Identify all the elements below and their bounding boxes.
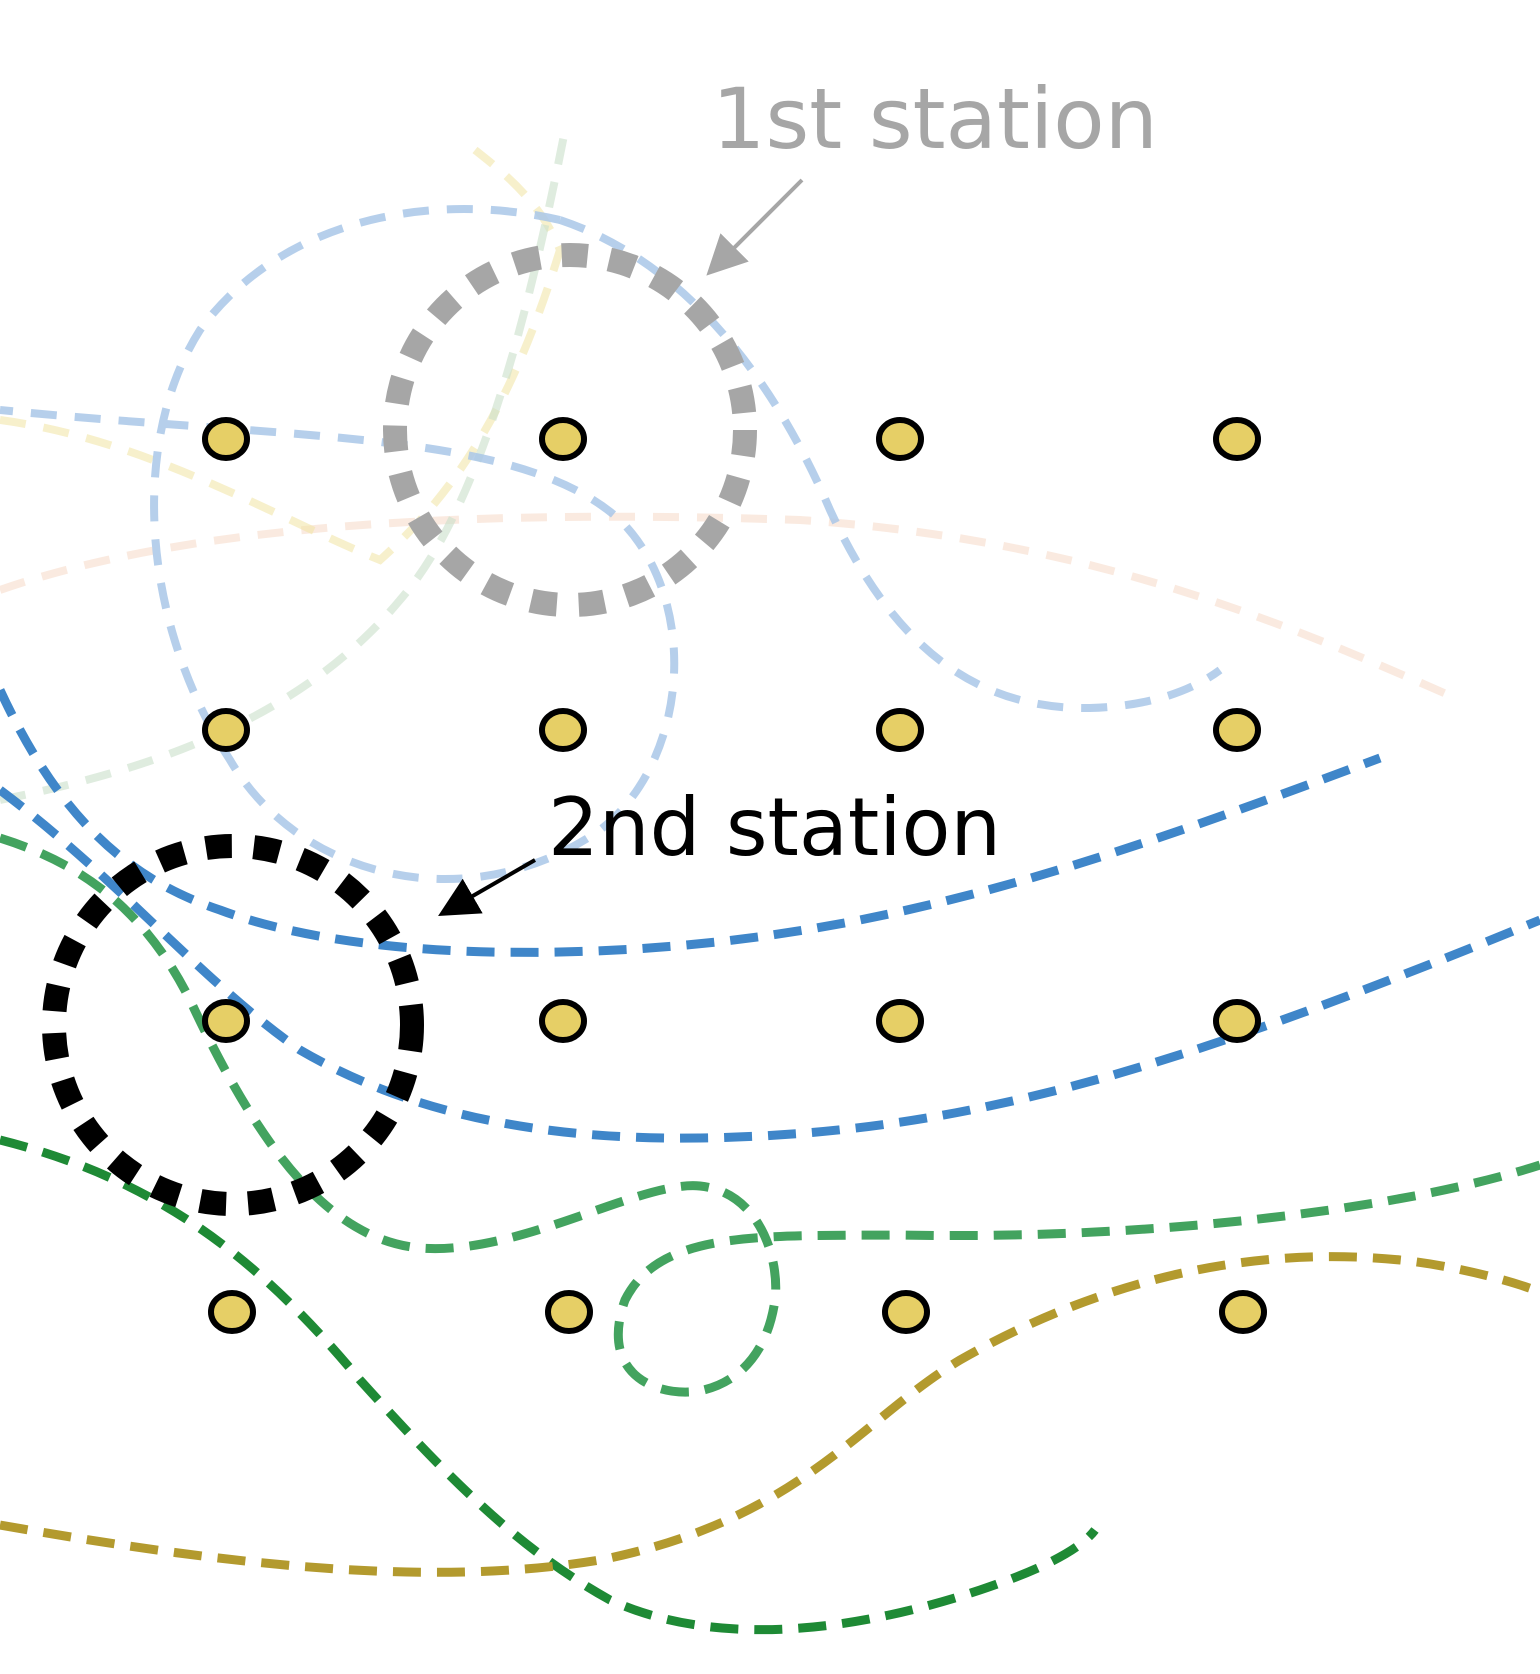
node-r1-c3 (876, 417, 924, 461)
node-r4-c2 (545, 1290, 593, 1334)
second-station-label: 2nd station (548, 781, 1001, 874)
node-r2-c4 (1213, 708, 1261, 752)
node-r4-c4 (1219, 1290, 1267, 1334)
node-r3-c3 (876, 999, 924, 1043)
first-station-label: 1st station (712, 70, 1158, 168)
node-r1-c2 (539, 417, 587, 461)
second-station-arrow (438, 858, 537, 917)
trajectory-green-loop (0, 833, 1540, 1397)
node-r1-c1 (202, 417, 250, 461)
node-r1-c4 (1213, 417, 1261, 461)
trajectory-faint-green (0, 129, 569, 804)
node-r4-c1 (208, 1290, 256, 1334)
node-r2-c1 (202, 708, 250, 752)
node-r3-c1 (202, 999, 250, 1043)
trajectory-blue-lower (0, 786, 1540, 1143)
node-r3-c2 (539, 999, 587, 1043)
node-r2-c3 (876, 708, 924, 752)
trajectory-dark-green (0, 1135, 1099, 1635)
first-station-arrow (706, 178, 804, 276)
trajectory-faint-blue-upper (558, 216, 1223, 713)
node-r4-c3 (882, 1290, 930, 1334)
trajectory-faint-blue-loop (0, 205, 679, 884)
node-r3-c4 (1213, 999, 1261, 1043)
first-station-circle (383, 243, 757, 617)
second-station-circle (42, 834, 424, 1216)
trajectory-faint-orange (0, 512, 1462, 704)
trajectory-olive (0, 1252, 1540, 1577)
node-grid (202, 417, 1267, 1334)
node-r2-c2 (539, 708, 587, 752)
trajectory-layer (0, 129, 1540, 1635)
trajectory-blue-upper (0, 688, 1382, 957)
